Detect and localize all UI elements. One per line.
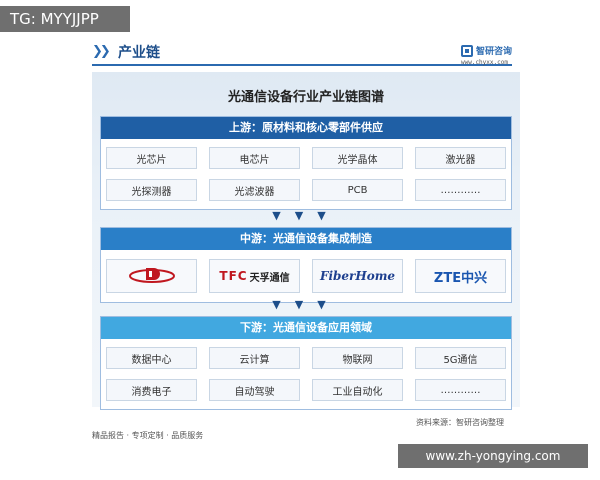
brand-logo-zte: ZTE中兴: [415, 259, 506, 293]
upstream-heading: 上游：原材料和核心零部件供应: [101, 117, 511, 139]
midstream-heading: 中游：光通信设备集成制造: [101, 228, 511, 250]
upstream-item: …………: [415, 179, 506, 201]
downstream-item: 物联网: [312, 347, 403, 369]
downstream-heading: 下游：光通信设备应用领域: [101, 317, 511, 339]
upstream-item: 电芯片: [209, 147, 300, 169]
logo-name: 智研咨询: [476, 47, 513, 57]
chevron-icon: ❯❯: [92, 44, 111, 59]
downstream-item: 云计算: [209, 347, 300, 369]
logo-icon: [461, 44, 473, 57]
upstream-section: 上游：原材料和核心零部件供应 光芯片 电芯片 光学晶体 激光器 光探测器 光滤波…: [100, 116, 512, 210]
brand-zte: ZTE中兴: [433, 270, 488, 286]
brand-logo: 智研咨询 www.chyxx.com: [461, 44, 521, 66]
upstream-item: 光学晶体: [312, 147, 403, 169]
upstream-item: 激光器: [415, 147, 506, 169]
upstream-item: PCB: [312, 179, 403, 201]
brand-fiberhome: FiberHome: [319, 269, 396, 283]
upstream-item: 光探测器: [106, 179, 197, 201]
watermark-label: TG: MYYJJPP: [0, 6, 130, 32]
company-emblem-icon: [128, 268, 175, 283]
footer-source: 资料来源：智研咨询整理: [416, 418, 504, 427]
downstream-item: 5G通信: [415, 347, 506, 369]
diagram-title: 光通信设备行业产业链图谱: [227, 90, 384, 105]
title-divider: [92, 64, 512, 66]
watermark-url: www.zh-yongying.com: [398, 444, 588, 468]
downstream-item: 工业自动化: [312, 379, 403, 401]
brand-logo-fiberhome: FiberHome: [312, 259, 403, 293]
footer-tagline: 精品报告 · 专项定制 · 品质服务: [92, 431, 204, 440]
brand-logo-1: [106, 259, 197, 293]
flow-arrows: ▼▼▼: [272, 209, 340, 222]
downstream-item: …………: [415, 379, 506, 401]
midstream-section: 中游：光通信设备集成制造 TFC 天孚通信 FiberHome ZTE中兴: [100, 227, 512, 303]
downstream-item: 消费电子: [106, 379, 197, 401]
logo-url: www.chyxx.com: [461, 59, 508, 66]
brand-tfc-mark: TFC: [219, 269, 248, 283]
brand-tfc-name: 天孚通信: [249, 272, 290, 284]
upstream-item: 光滤波器: [209, 179, 300, 201]
flow-arrows: ▼▼▼: [272, 298, 340, 311]
downstream-section: 下游：光通信设备应用领域 数据中心 云计算 物联网 5G通信 消费电子 自动驾驶…: [100, 316, 512, 410]
upstream-item: 光芯片: [106, 147, 197, 169]
downstream-item: 数据中心: [106, 347, 197, 369]
downstream-item: 自动驾驶: [209, 379, 300, 401]
section-title: 产业链: [118, 45, 160, 61]
brand-logo-tfc: TFC 天孚通信: [209, 259, 300, 293]
